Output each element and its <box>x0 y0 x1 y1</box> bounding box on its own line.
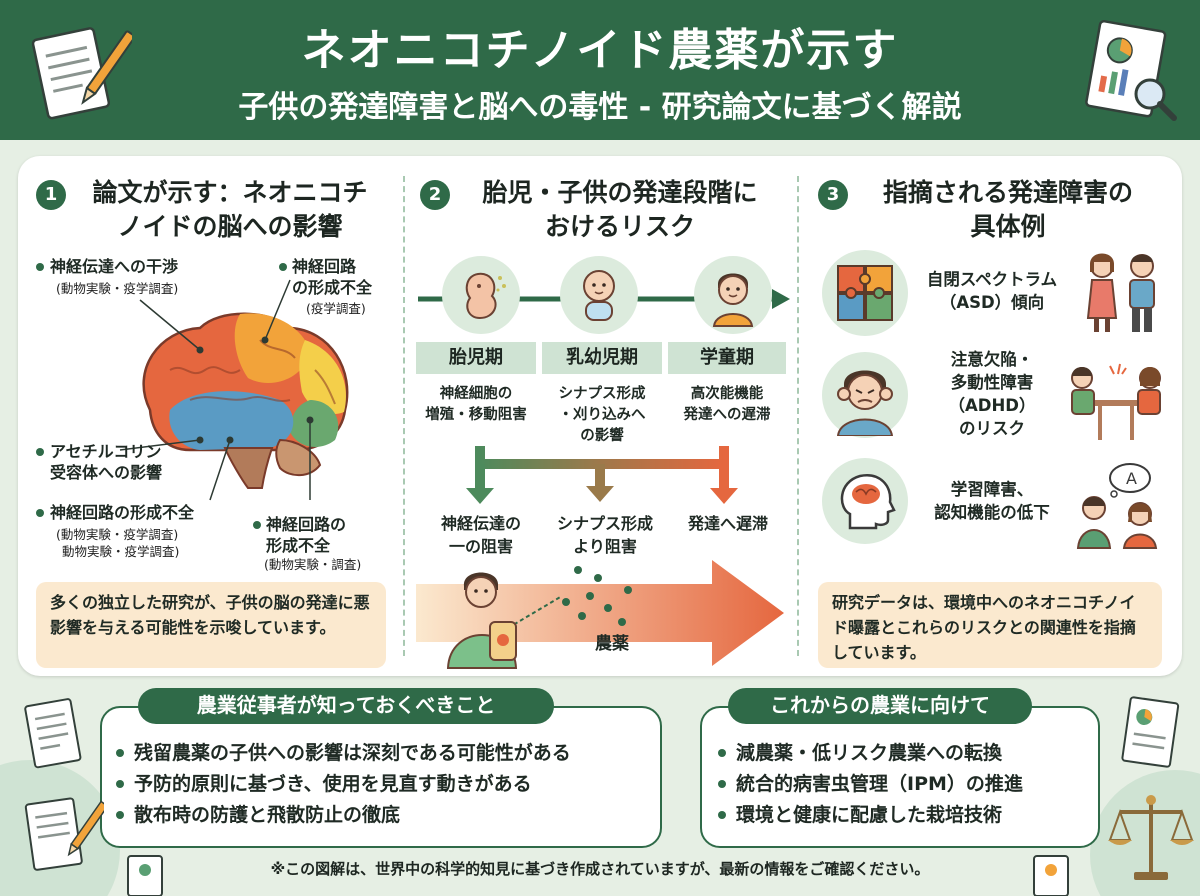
header-banner: ネオニコチノイド農薬が示す 子供の発達障害と脳への毒性 - 研究論文に基づく解説 <box>0 0 1200 140</box>
section-3-note: 研究データは、環境中へのネオニコチノイド曝露とこれらのリスクとの関連性を指摘して… <box>818 582 1162 668</box>
head-brain-icon <box>840 474 896 530</box>
document-icon-bottom-right <box>1033 855 1069 896</box>
outcome-synapse: シナプス形成 より阻害 <box>556 514 653 556</box>
bullet <box>36 448 44 456</box>
footnote: ※この図解は、世界中の科学的知見に基づき作成されていますが、最新の情報をご確認く… <box>270 860 930 878</box>
section-divider-1 <box>403 176 405 656</box>
label-circuit-1-source: (疫学調査) <box>306 301 366 316</box>
bullet <box>253 521 261 529</box>
svg-text:A: A <box>1126 469 1137 488</box>
stage-school: 学童期 <box>668 342 786 374</box>
farmers-item-3: 散布時の防護と飛散防止の徹底 <box>115 804 401 826</box>
section-divider-2 <box>797 176 799 656</box>
section-2-number: 2 <box>420 180 450 210</box>
outcome-neurotransmission: 神経伝達の 一の阻害 <box>440 514 521 556</box>
brain-icon <box>142 312 349 489</box>
outcome-delay: 発達へ遅滞 <box>687 514 768 533</box>
document-icon-left <box>24 698 82 769</box>
stage-fetal: 胎児期 <box>416 342 536 374</box>
farmers-item-2: 予防的原則に基づき、使用を見直す動きがある <box>116 773 532 795</box>
section-1-title: 論文が示す：ネオニコチ ノイドの脳への影響 <box>92 178 368 241</box>
future-title: これからの農業に向けて <box>728 688 1032 724</box>
adhd-label: 注意欠陥・ 多動性障害 （ADHD） のリスク <box>948 350 1036 438</box>
document-icon-bottom-left <box>127 855 163 896</box>
document-pen-icon-left <box>24 797 104 871</box>
label-neurotransmission-source: (動物実験・疫学調査) <box>56 281 179 296</box>
bullet <box>36 509 44 517</box>
label-circuit-1: 神経回路 の形成不全 <box>292 257 373 297</box>
future-item-2: 統合的病害虫管理（IPM）の推進 <box>718 773 1023 795</box>
branch-arrows <box>466 446 738 504</box>
puzzle-icon <box>837 265 893 321</box>
label-circuit-3: 神経回路の 形成不全 <box>266 515 347 555</box>
learning-label: 学習障害、 認知機能の低下 <box>934 480 1050 522</box>
label-circuit-3-source: (動物実験・調査) <box>264 557 362 572</box>
effect-fetal: 神経細胞の 増殖・移動阻害 <box>425 386 527 423</box>
future-item-3: 環境と健康に配慮した栽培技術 <box>717 804 1003 826</box>
section-3-title: 指摘される発達障害の 具体例 <box>882 178 1133 241</box>
section-1-number: 1 <box>36 180 66 210</box>
asd-label: 自閉スペクトラム （ASD）傾向 <box>926 270 1058 312</box>
label-neurotransmission: 神経伝達への干渉 <box>50 257 179 276</box>
baby-icon <box>583 270 615 321</box>
stage-infant: 乳幼児期 <box>542 342 662 374</box>
label-circuit-2: 神経回路の形成不全 <box>50 503 195 522</box>
report-icon-right <box>1121 696 1180 768</box>
report-magnifier-icon <box>1085 20 1177 121</box>
page-subtitle: 子供の発達障害と脳への毒性 - 研究論文に基づく解説 <box>238 90 962 125</box>
children-at-table-icon <box>1071 363 1161 440</box>
two-children-icon <box>1086 253 1155 332</box>
bullet <box>36 263 44 271</box>
child-with-pesticide-icon <box>446 572 518 669</box>
farmers-title: 農業従事者が知っておくべきこと <box>138 688 554 724</box>
document-pen-icon <box>31 27 132 120</box>
effect-infant: シナプス形成 ・刈り込みへ の影響 <box>558 386 646 444</box>
child-icon <box>712 273 754 327</box>
confused-children-icon: A <box>1076 463 1158 549</box>
pesticide-label: 農薬 <box>595 634 629 654</box>
effect-school: 高次能機能 発達への遅滞 <box>683 386 771 423</box>
farmers-item-1: 残留農薬の子供への影響は深刻である可能性がある <box>116 742 571 764</box>
page-title: ネオニコチノイド農薬が示す <box>301 25 899 76</box>
section-3-number: 3 <box>818 180 848 210</box>
bullet <box>279 263 287 271</box>
future-item-1: 減農薬・低リスク農業への転換 <box>717 742 1003 764</box>
stressed-child-icon <box>836 370 894 436</box>
label-circuit-2-source: (動物実験・疫学調査) 動物実験・疫学調査) <box>56 527 180 559</box>
section-1-note: 多くの独立した研究が、子供の脳の発達に悪影響を与える可能性を示唆しています。 <box>36 582 386 668</box>
section-2-title: 胎児・子供の発達段階に おけるリスク <box>482 178 758 241</box>
scales-icon <box>1108 795 1194 880</box>
fetus-icon <box>465 272 506 320</box>
brain-leader-lines <box>119 279 314 501</box>
label-acetylcholine: アセチルコリン 受容体への影響 <box>50 442 163 482</box>
